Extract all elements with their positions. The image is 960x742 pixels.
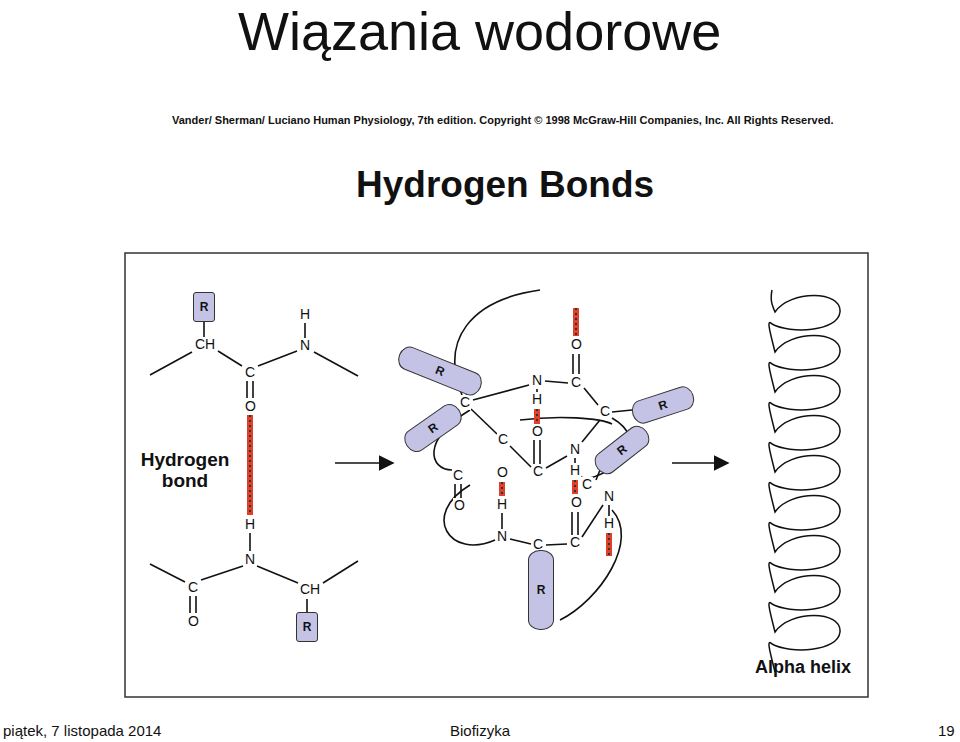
atom-symbol: O bbox=[570, 337, 583, 352]
atom-symbol: N bbox=[299, 338, 311, 353]
side-chain-cylinder: R bbox=[590, 421, 654, 478]
residue-label: R bbox=[425, 420, 440, 436]
slide-title: Wiązania wodorowe bbox=[238, 2, 721, 61]
atom-symbol: N bbox=[244, 552, 256, 567]
atom-symbol: C bbox=[244, 365, 256, 380]
hbond-label: Hydrogen bond bbox=[135, 450, 235, 492]
footer-date: piątek, 7 listopada 2014 bbox=[3, 723, 161, 740]
side-chain-cylinder: R bbox=[395, 343, 486, 398]
atom-symbol: H bbox=[531, 392, 543, 407]
atom-symbol: H bbox=[496, 497, 508, 512]
side-chain-cylinder: R bbox=[629, 384, 697, 427]
atom-symbol: O bbox=[453, 498, 466, 513]
residue-label: R bbox=[303, 620, 312, 634]
atom-symbol: N bbox=[603, 489, 615, 504]
atom-symbol: H bbox=[244, 517, 256, 532]
atom-symbol: N bbox=[531, 373, 543, 388]
atom-symbol: C bbox=[187, 580, 199, 595]
atom-symbol: C bbox=[599, 404, 611, 419]
atom-symbol: N bbox=[496, 529, 508, 544]
atom-symbol: H bbox=[569, 463, 581, 478]
footer-subject: Biofizyka bbox=[450, 723, 510, 740]
side-chain-cylinder: R bbox=[400, 400, 466, 456]
atom-symbol: CH bbox=[299, 582, 321, 597]
atom-symbol: C bbox=[459, 395, 471, 410]
side-chain-cylinder: R bbox=[528, 550, 554, 630]
residue-label: R bbox=[614, 442, 629, 458]
atom-symbol: C bbox=[569, 535, 581, 550]
atom-symbol: O bbox=[187, 614, 200, 629]
helix-label: Alpha helix bbox=[755, 658, 851, 678]
atom-symbol: C bbox=[570, 375, 582, 390]
atom-symbol: O bbox=[570, 495, 583, 510]
residue-label: R bbox=[657, 397, 670, 413]
atom-symbol: C bbox=[581, 477, 593, 492]
residue-label: R bbox=[200, 300, 209, 314]
side-chain-box: R bbox=[296, 612, 318, 642]
copyright-line: Vander/ Sherman/ Luciano Human Physiolog… bbox=[172, 114, 834, 126]
atom-symbol: C bbox=[497, 432, 509, 447]
atom-symbol: N bbox=[569, 442, 581, 457]
atom-symbol: H bbox=[603, 516, 615, 531]
atom-symbol: O bbox=[244, 399, 257, 414]
atom-symbol: C bbox=[532, 464, 544, 479]
atom-symbol: O bbox=[531, 424, 544, 439]
figure-heading: Hydrogen Bonds bbox=[356, 165, 654, 206]
residue-label: R bbox=[433, 363, 446, 379]
side-chain-box: R bbox=[193, 292, 215, 322]
atom-symbol: H bbox=[299, 307, 311, 322]
helix-coil bbox=[769, 290, 840, 672]
atom-symbol: CH bbox=[194, 337, 216, 352]
residue-label: R bbox=[537, 583, 546, 597]
atom-symbol: O bbox=[496, 465, 509, 480]
atom-symbol: C bbox=[452, 468, 464, 483]
page-number: 19 bbox=[938, 723, 955, 740]
